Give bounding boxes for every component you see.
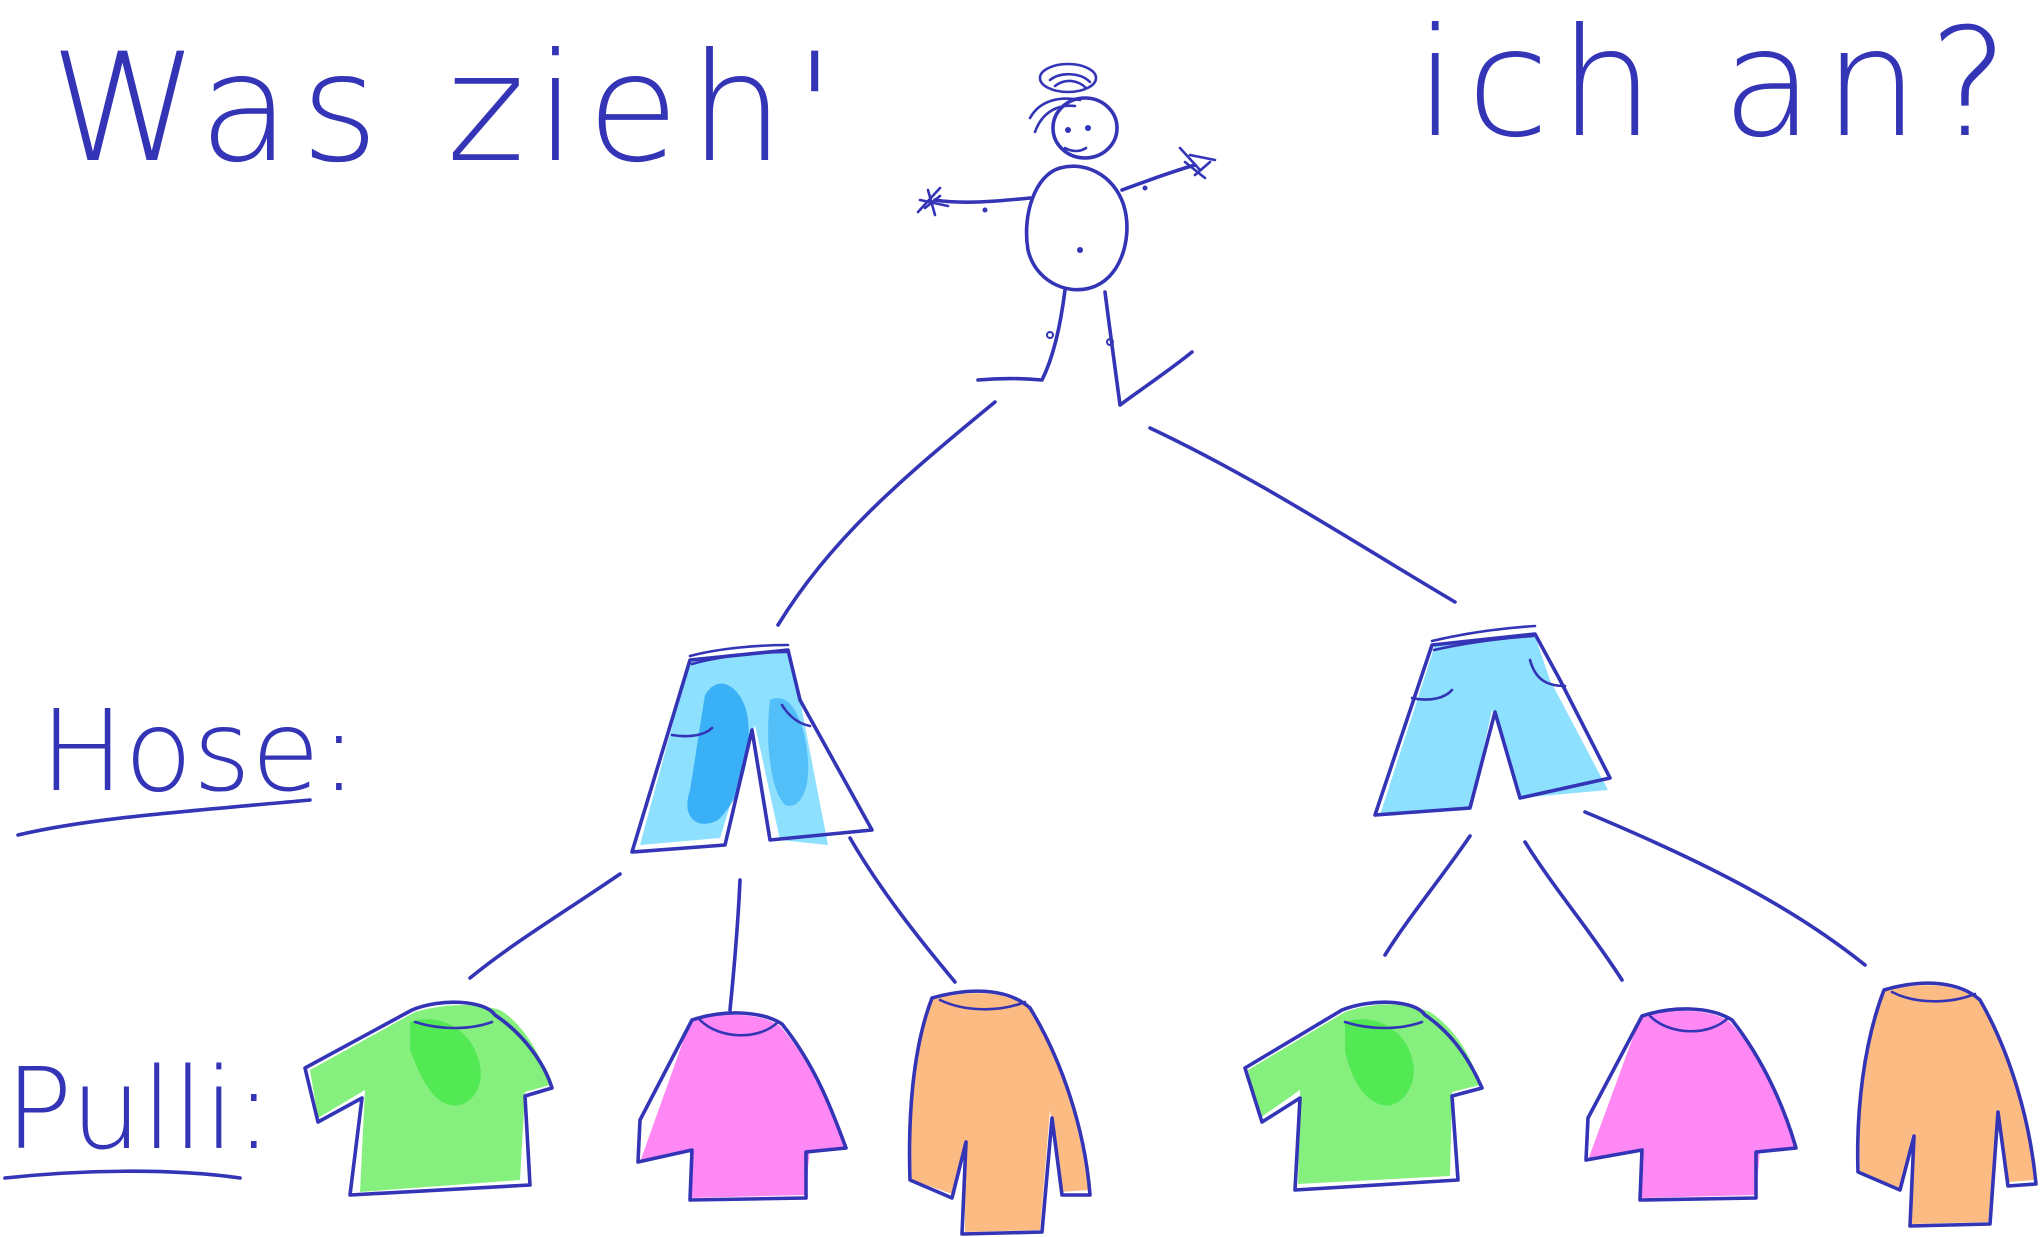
sweater-orange-2 <box>1855 981 2038 1228</box>
label-hose-underline <box>16 798 312 837</box>
pants-patterned-waistband <box>688 643 790 666</box>
person-hand-right <box>1178 146 1217 180</box>
branch-to-pants-2 <box>1148 426 1457 604</box>
sweater-orange-2-outline <box>1855 981 2038 1228</box>
sweater-pink-2 <box>1584 1007 1798 1202</box>
person-body <box>1024 164 1129 292</box>
branch-p2-green <box>1383 834 1472 957</box>
person-navel <box>1077 247 1083 253</box>
pants-plain-pockets <box>1410 658 1567 701</box>
hair-scribble <box>1048 72 1092 90</box>
pants-plain-outline <box>1373 632 1612 817</box>
label-hose-text: Hose: <box>40 687 358 817</box>
pants-plain-waistband <box>1430 624 1537 652</box>
pants-patterned-pockets <box>670 703 812 738</box>
sweater-green-2-outline <box>1243 1000 1484 1192</box>
sweater-green-1-outline <box>303 1000 554 1197</box>
person-arm-left <box>933 196 1032 204</box>
sweater-green-2-collar <box>1343 1020 1424 1030</box>
sweater-orange-1 <box>907 989 1092 1236</box>
person-leg-right <box>1103 290 1194 407</box>
person-detail-dot-2 <box>1142 185 1148 191</box>
branch-p1-green <box>468 872 622 980</box>
person-head <box>1051 96 1119 160</box>
sweater-green-1 <box>303 1000 554 1197</box>
person-figure <box>916 62 1217 407</box>
hair-strands <box>1028 97 1082 134</box>
pants-patterned-outline <box>630 648 874 854</box>
person-hand-left <box>916 186 950 217</box>
sweater-orange-1-outline <box>907 989 1092 1236</box>
knee-right <box>1106 338 1114 346</box>
label-pulli-text: Pulli: <box>5 1045 273 1175</box>
branch-to-pants-1 <box>776 400 997 627</box>
person-eye-right <box>1085 125 1091 131</box>
halo-icon <box>1038 62 1098 94</box>
sweater-pink-2-collar <box>1648 1014 1730 1033</box>
branch-p1-orange <box>848 836 957 984</box>
label-pulli-underline <box>3 1169 242 1180</box>
branch-p2-pink <box>1523 840 1624 982</box>
person-eye-left <box>1065 127 1071 133</box>
sweater-pink-1-collar <box>698 1018 780 1037</box>
sweater-green-1-collar <box>413 1020 494 1030</box>
label-hose: Hose: <box>16 687 358 837</box>
sweater-orange-2-collar <box>1890 990 1977 1003</box>
title-right: ich an? <box>1415 0 2019 171</box>
sweater-pink-2-outline <box>1584 1007 1798 1202</box>
person-detail-dot <box>982 207 988 213</box>
person-arm-right <box>1120 163 1197 192</box>
person-mouth <box>1063 146 1088 153</box>
title-left: Was zieh' <box>50 22 845 196</box>
branch-p1-pink <box>728 878 742 1012</box>
label-pulli: Pulli: <box>3 1045 273 1180</box>
knee-left <box>1046 331 1054 339</box>
pants-patterned <box>630 643 874 854</box>
branch-p2-orange <box>1583 810 1867 967</box>
sweater-orange-1-collar <box>938 998 1027 1011</box>
pants-plain <box>1373 624 1612 817</box>
sweater-pink-1-outline <box>636 1011 848 1202</box>
sweater-pink-1 <box>636 1011 848 1202</box>
person-leg-left <box>976 288 1067 382</box>
sweater-green-2 <box>1243 1000 1484 1192</box>
